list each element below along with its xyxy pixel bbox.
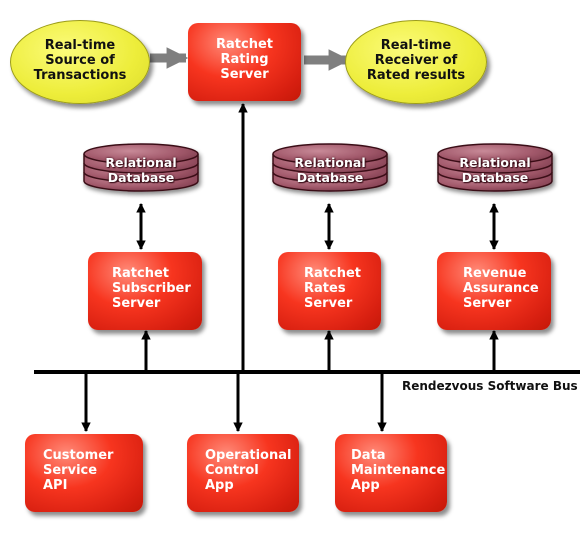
rates-server-node: Ratchet Rates Server bbox=[278, 252, 381, 330]
database-middle-shape bbox=[272, 143, 388, 192]
transaction-source-label: Real-time Source of Transactions bbox=[33, 38, 127, 83]
revenue-server-label: Revenue Assurance Server bbox=[463, 266, 539, 311]
subscriber-server-node: Ratchet Subscriber Server bbox=[88, 252, 202, 330]
results-receiver-label: Real-time Receiver of Rated results bbox=[366, 38, 466, 83]
database-right-label: Relational Database bbox=[459, 155, 531, 185]
rating-server-node: Ratchet Rating Server bbox=[188, 23, 301, 101]
revenue-server-node: Revenue Assurance Server bbox=[437, 252, 551, 330]
customer-api-label: Customer Service API bbox=[43, 448, 114, 493]
operational-app-node: Operational Control App bbox=[187, 434, 299, 512]
results-receiver-ellipse: Real-time Receiver of Rated results bbox=[345, 20, 487, 104]
transaction-source-ellipse: Real-time Source of Transactions bbox=[10, 20, 150, 104]
database-left-label: Relational Database bbox=[105, 155, 177, 185]
subscriber-server-label: Ratchet Subscriber Server bbox=[112, 266, 191, 311]
maintenance-app-label: Data Maintenance App bbox=[351, 448, 446, 493]
rating-server-label: Ratchet Rating Server bbox=[216, 37, 273, 82]
database-right-shape bbox=[437, 143, 553, 192]
rates-server-label: Ratchet Rates Server bbox=[304, 266, 361, 311]
software-bus-label: Rendezvous Software Bus bbox=[402, 379, 578, 393]
maintenance-app-node: Data Maintenance App bbox=[335, 434, 447, 512]
customer-api-node: Customer Service API bbox=[25, 434, 143, 512]
database-middle-label: Relational Database bbox=[294, 155, 366, 185]
operational-app-label: Operational Control App bbox=[205, 448, 292, 493]
database-left-shape bbox=[83, 143, 199, 192]
